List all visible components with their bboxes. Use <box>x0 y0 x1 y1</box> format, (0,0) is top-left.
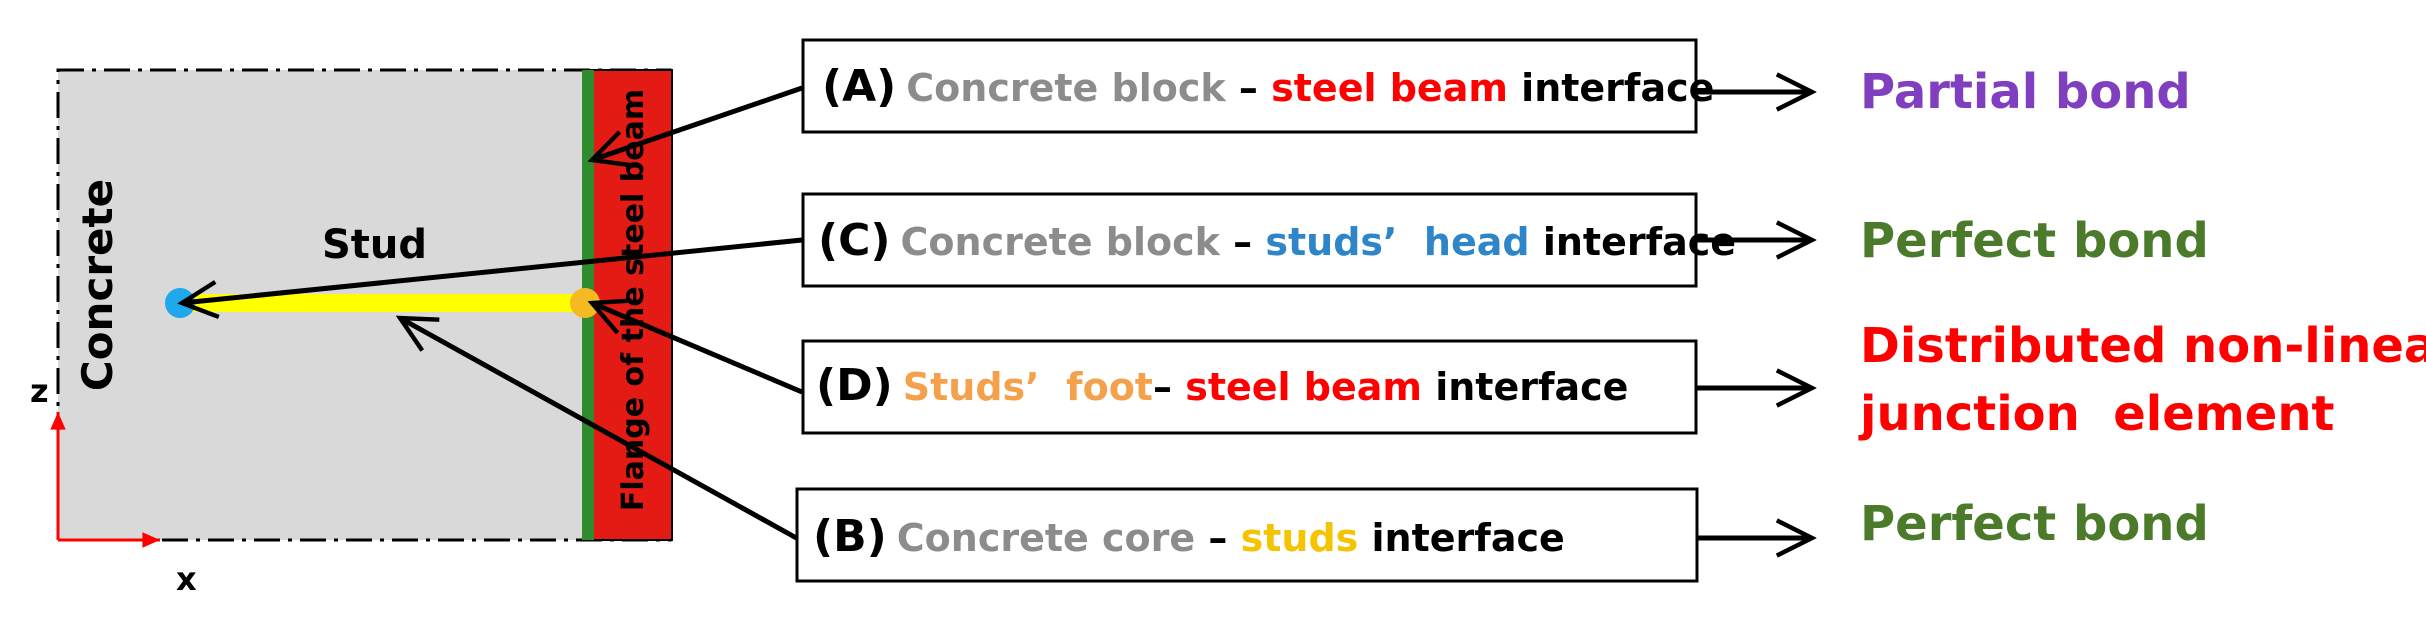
result-A: Partial bond <box>1860 64 2191 120</box>
axis-x-label: x <box>176 560 197 598</box>
interface-text-A: (A)Concrete block – steel beam interface <box>822 61 1714 112</box>
concrete-label: Concrete <box>73 179 122 391</box>
interface-text-D: (D)Studs’ foot– steel beam interface <box>816 360 1628 411</box>
interface-box-C <box>801 192 1698 288</box>
stud-body <box>180 294 585 312</box>
interface-box-B <box>795 487 1699 583</box>
interface-box-D <box>801 339 1698 435</box>
pointer-D <box>592 303 803 395</box>
axis-z-label: z <box>30 372 49 410</box>
pointer-A <box>592 85 803 160</box>
interface-text-C: (C)Concrete block – studs’ head interfac… <box>818 215 1736 266</box>
result-C: Perfect bond <box>1860 213 2209 269</box>
pointer-C <box>182 237 803 303</box>
interface-box-A <box>801 38 1698 134</box>
result-D-line1: Distributed non-linear <box>1860 318 2426 374</box>
result-B: Perfect bond <box>1860 496 2209 552</box>
stud-label: Stud <box>322 222 427 268</box>
pointer-B <box>400 318 802 543</box>
result-D-line2: junction element <box>1858 386 2334 442</box>
interface-text-B: (B)Concrete core – studs interface <box>813 511 1565 562</box>
